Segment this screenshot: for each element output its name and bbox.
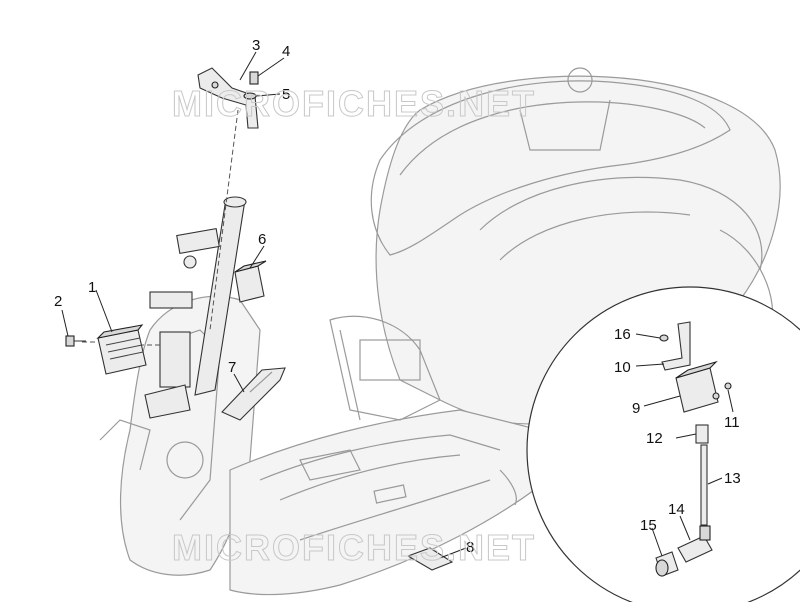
regulator-screw [65,335,86,347]
callout-7: 7 [228,359,236,376]
detail-circle [526,286,800,602]
callout-6: 6 [258,231,266,248]
coil-cap [695,424,709,444]
callout-16: 16 [614,326,631,343]
callout-15: 15 [640,517,657,534]
coil-bracket [661,321,691,371]
callout-labels: 1 2 3 4 5 6 7 8 9 10 11 12 13 14 15 16 [54,37,741,556]
bracket-nut [243,92,257,100]
watermark-top: MICROFICHES.NET [172,83,536,124]
scooter-body [99,67,781,596]
voltage-regulator [96,324,147,375]
callout-2: 2 [54,293,62,310]
floorboard [229,409,561,596]
assembly-line-bracket [209,109,239,331]
callout-4: 4 [282,43,290,60]
callout-12: 12 [646,430,663,447]
callout-5: 5 [282,86,290,103]
callout-8: 8 [466,539,474,556]
callout-14: 14 [668,501,685,518]
screw-11 [724,382,732,390]
spark-plug-cap [677,535,713,563]
cover-plate-8 [406,547,454,571]
cover-plate-7 [221,367,286,421]
bracket-screw [249,71,259,85]
frame-tube [144,196,247,419]
nut-16 [659,334,669,342]
watermark-bottom: MICROFICHES.NET [172,527,536,568]
callout-10: 10 [614,359,631,376]
detail-inset [526,286,800,602]
leader-lines [61,51,734,559]
leg-shield [119,295,261,576]
callout-9: 9 [632,400,640,417]
bracket-assembly [197,67,259,129]
callout-3: 3 [252,37,260,54]
ht-lead [700,444,708,526]
callout-11: 11 [724,414,740,431]
seat-opening [370,80,731,256]
callout-1: 1 [88,279,96,296]
callout-13: 13 [724,470,741,487]
